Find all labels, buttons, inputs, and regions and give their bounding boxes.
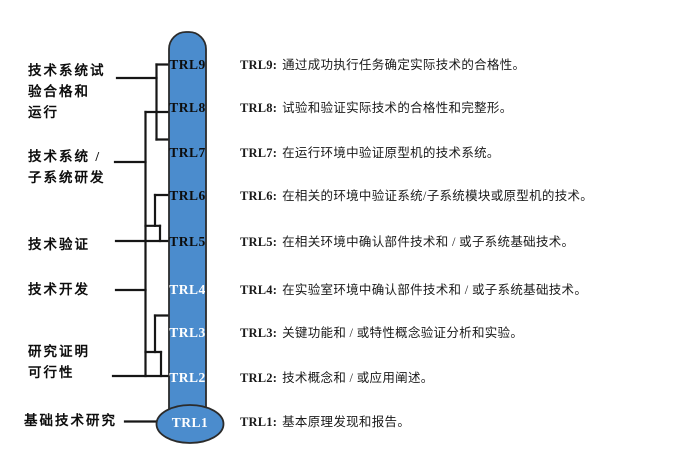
capsule-label-trl5: TRL5: [169, 234, 206, 249]
description-text: 在运行环境中验证原型机的技术系统。: [282, 146, 500, 160]
description-prefix: TRL7:: [240, 146, 278, 160]
capsule-label-trl2: TRL2: [169, 370, 206, 385]
description-text: 在实验室环境中确认部件技术和 / 或子系统基础技术。: [282, 283, 588, 297]
group-label-line: 技术验证: [28, 237, 90, 252]
group-label-subsystem-dev: 技术系统 / 子系统研发: [28, 146, 106, 188]
description-trl5: TRL5: 在相关环境中确认部件技术和 / 或子系统基础技术。: [240, 233, 670, 251]
description-text: 通过成功执行任务确定实际技术的合格性。: [282, 58, 526, 72]
connector-lines: [111, 63, 173, 423]
group-label-line: 运行: [28, 105, 59, 120]
capsule-label-trl4: TRL4: [169, 282, 206, 297]
description-prefix: TRL4:: [240, 283, 278, 297]
description-prefix: TRL5:: [240, 235, 278, 249]
group-label-basic-research: 基础技术研究: [24, 410, 117, 431]
description-prefix: TRL2:: [240, 371, 278, 385]
capsule-label-trl3: TRL3: [169, 325, 206, 340]
description-prefix: TRL3:: [240, 326, 278, 340]
description-text: 技术概念和 / 或应用阐述。: [282, 371, 434, 385]
description-trl7: TRL7: 在运行环境中验证原型机的技术系统。: [240, 144, 670, 162]
capsule-label-trl1: TRL1: [171, 415, 209, 430]
description-text: 基本原理发现和报告。: [282, 415, 411, 429]
description-trl3: TRL3: 关键功能和 / 或特性概念验证分析和实验。: [240, 324, 670, 342]
capsule-label-trl8: TRL8: [169, 100, 206, 115]
group-label-line: 研究证明: [28, 344, 90, 359]
description-text: 关键功能和 / 或特性概念验证分析和实验。: [282, 326, 524, 340]
thermometer-column: [168, 31, 207, 428]
group-label-line: 技术系统试: [28, 63, 106, 78]
description-prefix: TRL9:: [240, 58, 278, 72]
group-label-line: 技术系统 /: [28, 149, 102, 164]
capsule-label-trl7: TRL7: [169, 145, 206, 160]
description-text: 在相关环境中确认部件技术和 / 或子系统基础技术。: [282, 235, 575, 249]
group-label-line: 子系统研发: [28, 170, 106, 185]
description-trl6: TRL6: 在相关的环境中验证系统/子系统模块或原型机的技术。: [240, 187, 670, 205]
capsule-label-trl9: TRL9: [169, 57, 206, 72]
group-label-line: 验合格和: [28, 84, 90, 99]
description-trl1: TRL1: 基本原理发现和报告。: [240, 413, 670, 431]
group-label-line: 基础技术研究: [24, 413, 117, 428]
group-label-tech-validation: 技术验证: [28, 234, 90, 255]
group-label-system-test: 技术系统试 验合格和 运行: [28, 60, 106, 123]
description-trl4: TRL4: 在实验室环境中确认部件技术和 / 或子系统基础技术。: [240, 281, 670, 299]
group-label-line: 技术开发: [28, 282, 90, 297]
description-prefix: TRL8:: [240, 101, 278, 115]
description-trl9: TRL9: 通过成功执行任务确定实际技术的合格性。: [240, 56, 670, 74]
description-trl8: TRL8: 试验和验证实际技术的合格性和完整形。: [240, 99, 670, 117]
group-label-tech-development: 技术开发: [28, 279, 90, 300]
description-trl2: TRL2: 技术概念和 / 或应用阐述。: [240, 369, 670, 387]
description-prefix: TRL1:: [240, 415, 278, 429]
group-label-feasibility: 研究证明 可行性: [28, 341, 90, 383]
description-text: 试验和验证实际技术的合格性和完整形。: [282, 101, 513, 115]
group-label-line: 可行性: [28, 365, 75, 380]
description-text: 在相关的环境中验证系统/子系统模块或原型机的技术。: [282, 189, 594, 203]
description-prefix: TRL6:: [240, 189, 278, 203]
capsule-label-trl6: TRL6: [169, 188, 206, 203]
thermometer-bulb: [155, 404, 225, 444]
